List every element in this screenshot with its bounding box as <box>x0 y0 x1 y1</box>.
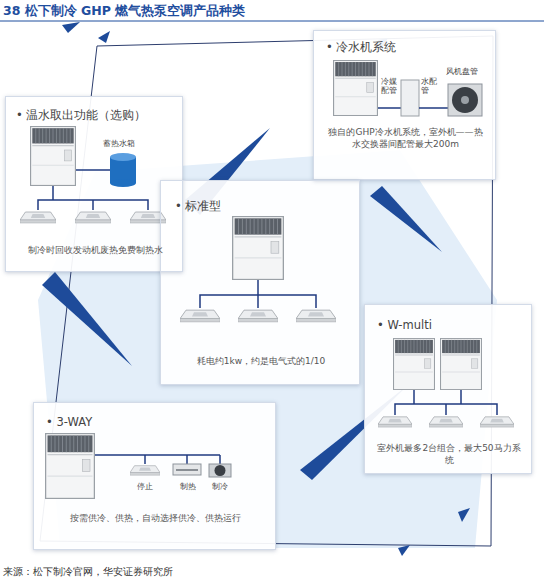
outdoor-unit <box>334 61 378 116</box>
pipe <box>445 404 447 415</box>
three-way-illustration <box>46 434 231 499</box>
pipe <box>219 455 221 464</box>
background <box>0 21 544 556</box>
product-panel: • 温水取出功能（选购） 制冷时回收发动机废热免费制热水 <box>5 96 183 272</box>
panel-description: 制冷时回收发动机废热免费制热水 <box>14 245 176 257</box>
component-label: 制热 <box>180 482 200 491</box>
panel-fill <box>364 304 532 474</box>
panel-description: 按需供冷、供热，自动选择供冷、供热运行 <box>44 513 267 525</box>
fan-coil <box>209 464 231 477</box>
standard-illustration <box>180 217 336 322</box>
cassette-unit <box>238 310 278 322</box>
hot-water-illustration <box>20 127 166 223</box>
component-label: 停止 <box>137 482 157 491</box>
pipe <box>144 455 146 464</box>
storage-tank-bottom <box>110 179 136 187</box>
product-panel: • 冷水机系统独自的GHP冷水机系统，室外机——热水交换器间配管最大200m <box>313 30 496 180</box>
fan-coil-fan <box>215 465 226 476</box>
figure-title: 38 松下制冷 GHP 燃气热泵空调产品种类 <box>3 3 245 20</box>
pipe <box>52 186 54 200</box>
cassette-unit <box>296 310 336 322</box>
cassette-unit <box>75 212 111 223</box>
product-panel: • W-multi 室外机最多2台组合，最大50马力系统 <box>364 304 532 474</box>
duct-unit <box>173 464 201 475</box>
pipe <box>186 455 188 464</box>
title-rule <box>0 21 544 22</box>
panel-description: 室外机最多2台组合，最大50马力系统 <box>375 443 523 466</box>
outdoor-unit <box>394 338 435 389</box>
pipe <box>92 200 94 210</box>
panel-fill <box>33 402 276 550</box>
outdoor-unit <box>46 434 95 499</box>
panel-heading: • 温水取出功能（选购） <box>16 108 176 123</box>
pipe <box>200 295 316 308</box>
source-caption: 来源：松下制冷官网，华安证券研究所 <box>3 565 173 579</box>
component-label: 水配管 <box>421 78 439 95</box>
pipe <box>76 169 112 171</box>
water-module <box>401 80 419 116</box>
component-label: 风机盘管 <box>446 68 486 77</box>
pipe <box>395 404 497 415</box>
component-label: 蓄热水箱 <box>103 139 145 148</box>
cassette-unit <box>480 417 514 427</box>
outdoor-unit <box>31 127 76 186</box>
pipe <box>95 454 220 456</box>
storage-tank-top <box>110 153 136 161</box>
component-label: 制冷 <box>212 482 232 491</box>
fan-coil <box>448 84 482 116</box>
panel-fill <box>313 30 496 180</box>
fan-coil-fan <box>452 87 478 113</box>
panel-heading: • W-multi <box>377 318 522 333</box>
pipe <box>257 280 259 308</box>
product-panel: • 3-WAY 按需供冷、供热，自动选择供冷、供热运行 <box>33 402 276 550</box>
cassette-unit <box>130 466 160 475</box>
cassette-unit <box>429 417 463 427</box>
panel-heading: • 标准型 <box>175 199 345 214</box>
w-multi-illustration <box>378 338 514 427</box>
outdoor-unit <box>233 217 284 280</box>
panel-heading: • 冷水机系统 <box>326 40 486 55</box>
duct-vent <box>176 469 198 471</box>
cassette-unit <box>378 417 412 427</box>
water-pipe <box>419 107 448 109</box>
pipe <box>413 390 415 404</box>
pipe <box>38 200 148 210</box>
pipe <box>460 390 462 404</box>
panel-heading: • 3-WAY <box>46 415 246 430</box>
panel-fill <box>5 96 183 272</box>
product-panel: • 标准型耗电约1kw，约是电气式的1/10 <box>160 180 360 385</box>
refrigerant-pipe <box>378 107 401 109</box>
panel-description: 独自的GHP冷水机系统，室外机——热水交换器间配管最大200m <box>324 127 487 150</box>
outdoor-unit <box>441 338 482 389</box>
panel-description: 耗电约1kw，约是电气式的1/10 <box>171 356 351 368</box>
component-label: 冷媒配管 <box>381 78 399 95</box>
cassette-unit <box>180 310 220 322</box>
fan-coil-hub <box>461 96 469 104</box>
cassette-unit <box>20 212 56 223</box>
panel-fill <box>160 180 360 385</box>
